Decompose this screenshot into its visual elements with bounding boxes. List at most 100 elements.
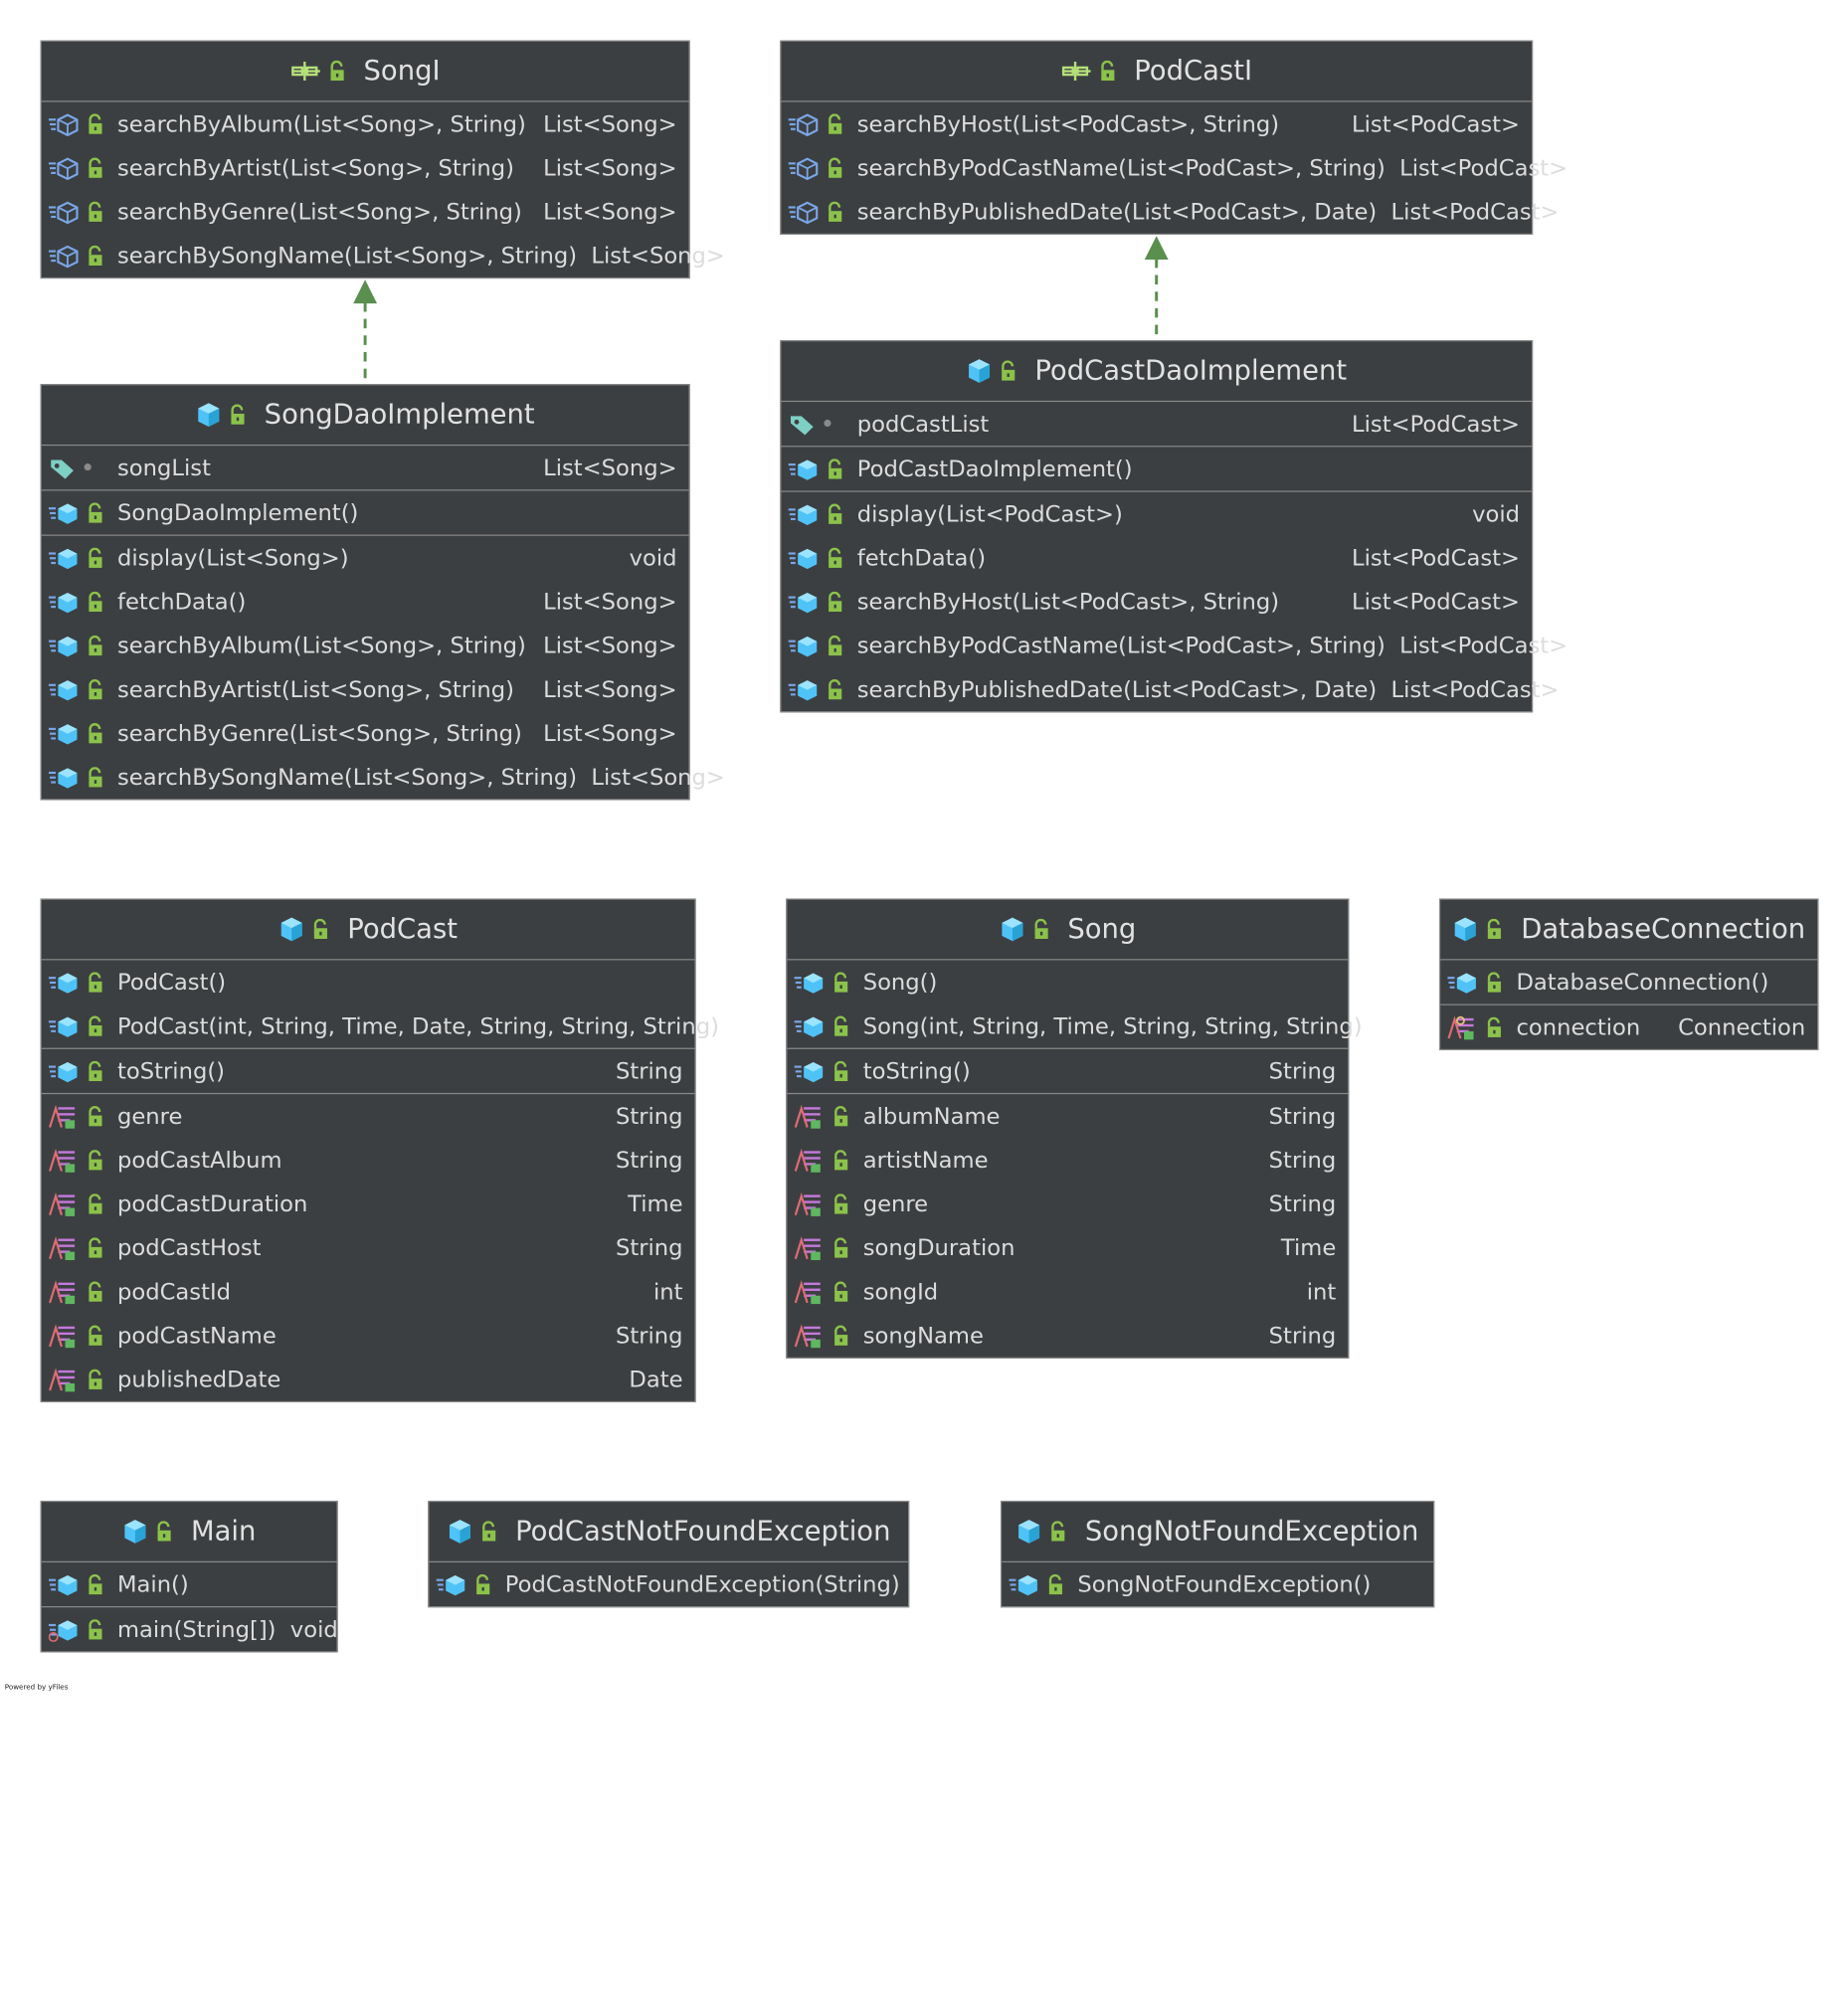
member-row[interactable]: toString()String bbox=[42, 1049, 695, 1093]
member-type: Connection bbox=[1678, 1013, 1806, 1040]
member-row[interactable]: searchBySongName(List<Song>, String)List… bbox=[42, 755, 725, 799]
member-type: String bbox=[615, 1234, 683, 1261]
member-name: toString() bbox=[116, 1057, 225, 1084]
member-row[interactable]: fetchData()List<Song> bbox=[42, 580, 689, 624]
member-row[interactable]: searchBySongName(List<Song>, String)List… bbox=[42, 234, 725, 277]
field-tag-icon bbox=[51, 458, 92, 478]
member-icons bbox=[48, 1617, 117, 1642]
property-icon bbox=[49, 1367, 76, 1391]
member-row[interactable]: searchByGenre(List<Song>, String)List<So… bbox=[42, 190, 689, 234]
member-row[interactable]: fetchData()List<PodCast> bbox=[781, 536, 1531, 580]
member-name: fetchData() bbox=[116, 588, 247, 616]
member-row[interactable]: searchByArtist(List<Song>, String)List<S… bbox=[42, 146, 689, 190]
public-lock-icon bbox=[834, 1280, 848, 1302]
member-row[interactable]: PodCastDaoImplement() bbox=[781, 447, 1531, 490]
class-header: PodCastDaoImplement bbox=[781, 341, 1532, 403]
property-icon bbox=[794, 1191, 821, 1216]
member-row[interactable]: display(List<Song>)void bbox=[42, 536, 689, 580]
class-box-pod-cast-not-found-exception[interactable]: PodCastNotFoundException PodCastNotFound… bbox=[428, 1500, 910, 1608]
member-icons bbox=[49, 1147, 117, 1173]
member-icons bbox=[48, 200, 117, 224]
member-icons bbox=[788, 590, 857, 614]
class-box-pod-cast[interactable]: PodCast PodCast() PodCast(int, String, T… bbox=[40, 898, 719, 1403]
member-row[interactable]: PodCastNotFoundException(String) bbox=[429, 1562, 908, 1606]
member-row[interactable]: searchByGenre(List<Song>, String)List<So… bbox=[42, 711, 689, 755]
method-icon bbox=[48, 548, 78, 569]
property-icon bbox=[49, 1323, 76, 1348]
member-name: podCastDuration bbox=[116, 1190, 308, 1217]
member-name: display(List<PodCast>) bbox=[856, 500, 1123, 527]
member-type: void bbox=[629, 544, 677, 571]
property-icon bbox=[1447, 1014, 1474, 1039]
method-icon bbox=[48, 723, 78, 744]
member-row[interactable]: SongNotFoundException() bbox=[1002, 1562, 1433, 1606]
member-row[interactable]: PodCast(int, String, Time, Date, String,… bbox=[42, 1005, 719, 1048]
member-section: main(String[])void bbox=[42, 1607, 338, 1651]
member-row[interactable]: searchByAlbum(List<Song>, String)List<So… bbox=[42, 624, 689, 667]
member-row[interactable]: searchByPodCastName(List<PodCast>, Strin… bbox=[781, 624, 1568, 667]
member-row[interactable]: searchByPublishedDate(List<PodCast>, Dat… bbox=[781, 190, 1560, 234]
class-box-song-not-found-exception[interactable]: SongNotFoundException SongNotFoundExcept… bbox=[1000, 1500, 1435, 1608]
member-type: List<Song> bbox=[591, 242, 725, 269]
class-box-database-connection[interactable]: DatabaseConnection DatabaseConnection() … bbox=[1438, 898, 1819, 1051]
member-row[interactable]: display(List<PodCast>)void bbox=[781, 492, 1531, 536]
member-icons bbox=[48, 112, 117, 136]
public-lock-icon bbox=[829, 547, 842, 568]
class-box-song[interactable]: Song Song() Song(int, String, Time, Stri… bbox=[786, 898, 1363, 1359]
public-lock-icon bbox=[89, 1618, 102, 1639]
member-row[interactable]: DatabaseConnection() bbox=[1440, 960, 1817, 1004]
class-name: PodCastI bbox=[1134, 56, 1253, 88]
method-icon bbox=[794, 1016, 824, 1037]
public-lock-icon bbox=[89, 1369, 102, 1389]
member-row[interactable]: searchByPodCastName(List<PodCast>, Strin… bbox=[781, 146, 1568, 190]
member-row[interactable]: searchByAlbum(List<Song>, String)List<So… bbox=[42, 102, 689, 146]
member-row[interactable]: main(String[])void bbox=[42, 1607, 338, 1651]
interface-icon bbox=[290, 61, 320, 82]
member-row[interactable]: PodCast() bbox=[42, 960, 695, 1004]
public-lock-icon bbox=[829, 112, 842, 134]
member-row[interactable]: Song() bbox=[787, 960, 1348, 1004]
member-row[interactable]: searchByArtist(List<Song>, String)List<S… bbox=[42, 667, 689, 711]
member-row[interactable]: SongDaoImplement() bbox=[42, 490, 689, 534]
method-icon bbox=[48, 636, 78, 656]
class-box-song-i[interactable]: SongI searchByAlbum(List<Song>, String)L… bbox=[40, 40, 725, 279]
method-icon bbox=[436, 1574, 465, 1595]
member-type: int bbox=[652, 1278, 683, 1305]
member-icons bbox=[794, 1014, 863, 1038]
member-row[interactable]: searchByHost(List<PodCast>, String)List<… bbox=[781, 580, 1531, 624]
class-box-main[interactable]: Main Main() main(String[])void bbox=[40, 1500, 338, 1653]
member-row[interactable]: searchByHost(List<PodCast>, String)List<… bbox=[781, 102, 1531, 146]
class-header: PodCastNotFoundException bbox=[429, 1502, 908, 1562]
member-name: searchByArtist(List<Song>, String) bbox=[116, 154, 514, 181]
class-name: Main bbox=[190, 1516, 257, 1548]
class-box-pod-cast-i[interactable]: PodCastI searchByHost(List<PodCast>, Str… bbox=[780, 40, 1568, 235]
member-row[interactable]: Main() bbox=[42, 1562, 337, 1606]
public-lock-icon bbox=[89, 1325, 102, 1346]
class-cube-icon bbox=[449, 1520, 470, 1544]
member-row[interactable]: Song(int, String, Time, String, String, … bbox=[787, 1005, 1363, 1048]
member-row[interactable]: searchByPublishedDate(List<PodCast>, Dat… bbox=[781, 667, 1560, 711]
member-row[interactable]: toString()String bbox=[787, 1049, 1348, 1093]
member-icons bbox=[794, 1278, 863, 1304]
member-name: searchByGenre(List<Song>, String) bbox=[116, 198, 522, 225]
